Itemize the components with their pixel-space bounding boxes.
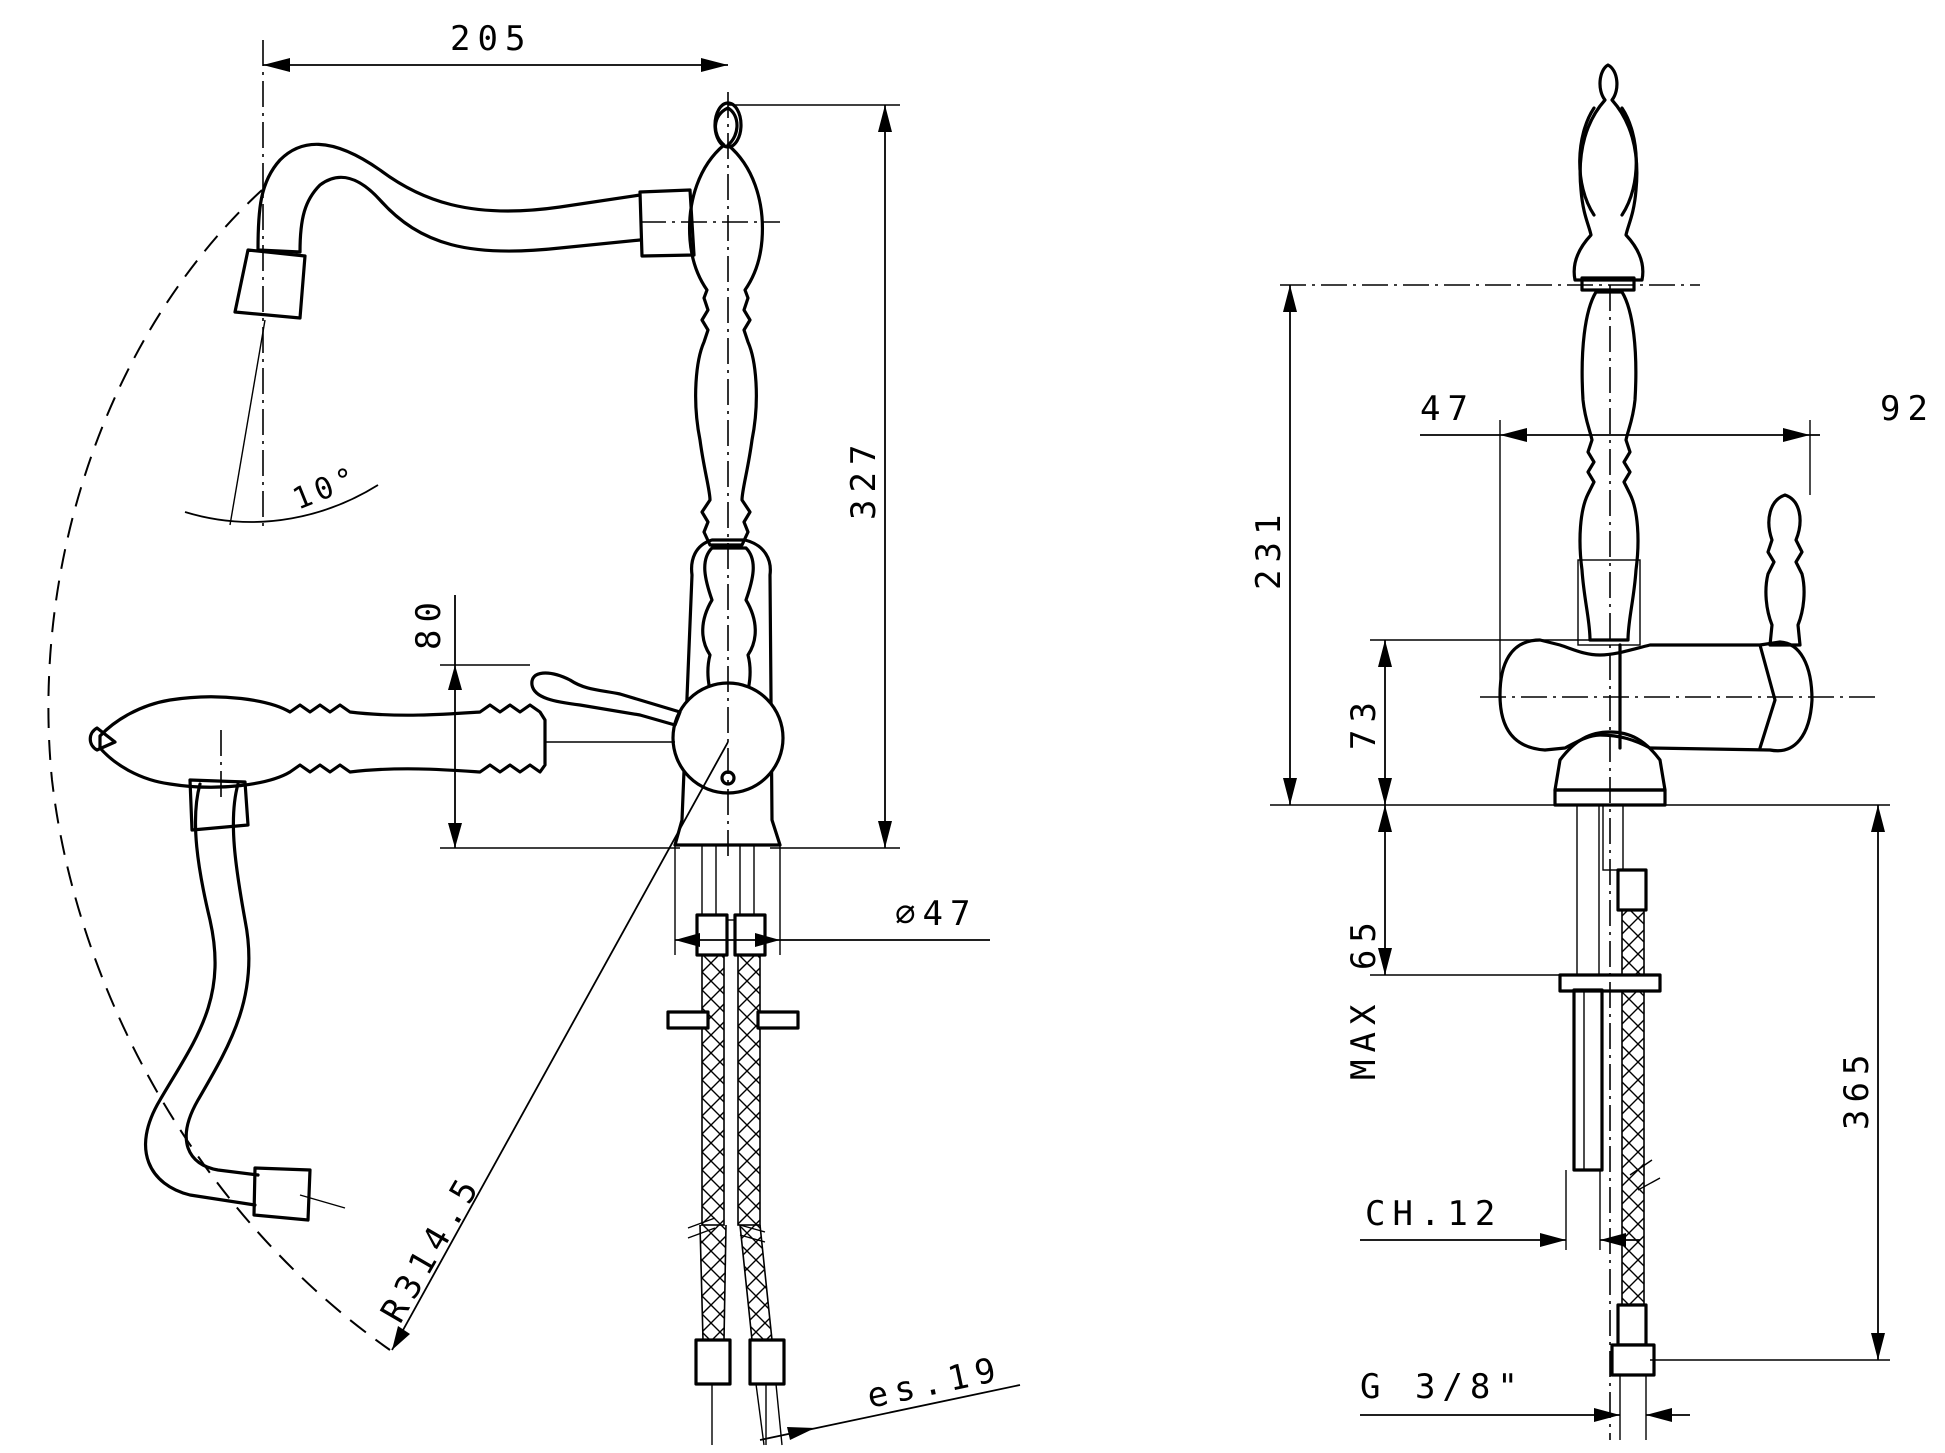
handle-tip [88,726,117,752]
side-view: 205 327 80 10° ∅47 R314.5 es.19 [47,19,1021,1446]
spout-upper [256,142,642,254]
aerator-upper [233,248,307,320]
front-base [1553,730,1667,792]
radius-arrow [392,1326,410,1350]
aerator-swung [252,1166,312,1222]
front-spout-inner [1578,106,1638,217]
supply-hoses [666,844,800,1446]
handle-lever-up [701,546,757,702]
handle-horizontal [98,695,547,789]
front-column [1578,290,1640,642]
dim-92-label: 92 [1880,389,1935,429]
front-column-base [1577,559,1641,646]
front-handle-cap-edge [1758,643,1777,750]
dim-73-label: 73 [1344,695,1384,750]
dim-max65-label: MAX 65 [1344,915,1384,1080]
spout-swung-collar [188,778,250,832]
front-spout-head [1572,63,1645,282]
aerator-swung-axis [299,1194,346,1209]
radius-line [391,741,729,1351]
swivel-arc [47,189,391,1351]
spout-collar [638,188,696,258]
dim-47-label: 47 [1420,389,1475,429]
spout-swung [143,782,260,1207]
spout-angle-line [229,319,266,526]
front-side-handle [1764,493,1806,647]
dim-205-label: 205 [450,19,532,59]
dim-g38-label: G 3/8" [1360,1367,1525,1407]
dim-d47-label: ∅47 [895,894,977,934]
dim-365-label: 365 [1837,1048,1877,1130]
dim-80-label: 80 [409,595,449,650]
dim-231-label: 231 [1249,508,1289,590]
front-view: 231 47 92 73 MAX 65 365 CH.12 [1249,63,1935,1440]
dim-ch12-label: CH.12 [1365,1194,1502,1234]
dim-radius-label: R314.5 [373,1167,490,1330]
body-column [687,106,765,547]
dim-es19-label: es.19 [864,1349,1007,1417]
angle-arc [184,484,379,523]
front-hoses [1558,804,1662,1440]
dim-327-label: 327 [844,438,884,520]
handle-raised [530,671,682,727]
front-spout-ring [1580,276,1636,292]
